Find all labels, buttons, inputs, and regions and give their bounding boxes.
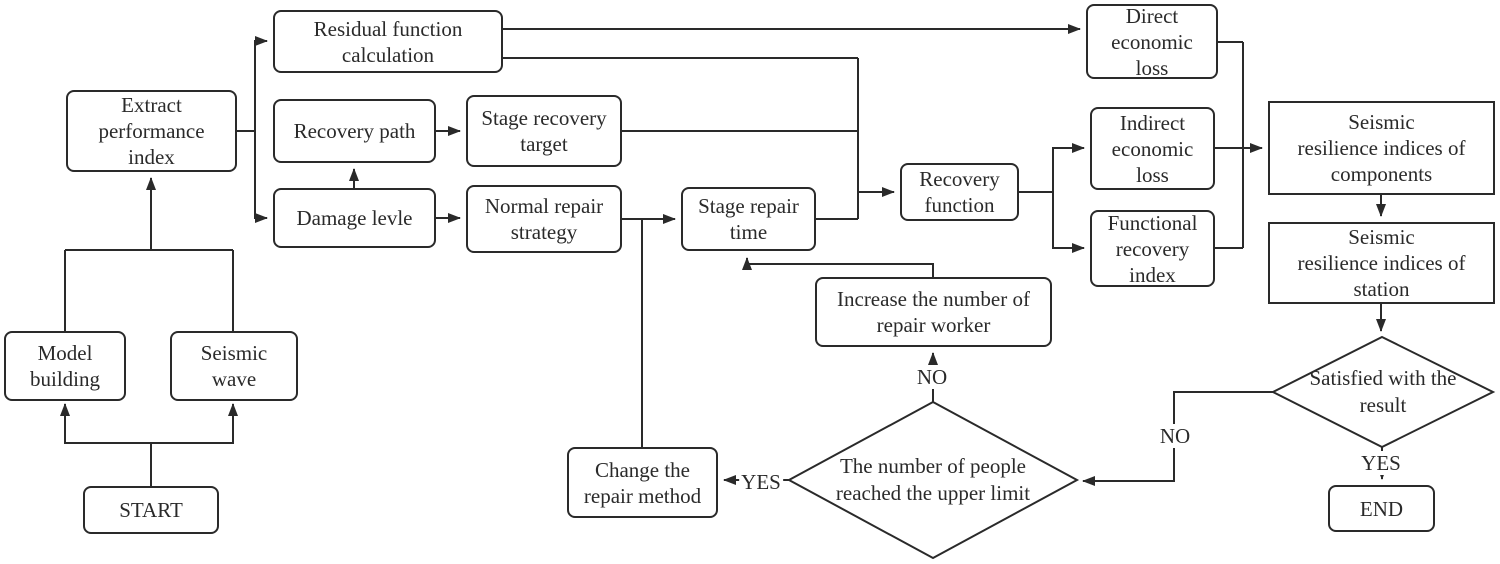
node-increase-repair-worker: Increase the number of repair worker <box>815 277 1052 347</box>
node-direct-economic-loss: Direct economic loss <box>1086 4 1218 80</box>
edge-loss-collector <box>1215 41 1244 249</box>
node-seismic-wave: Seismic wave <box>170 331 298 401</box>
decision-satisfied-with-result: Satisfied with the result <box>1309 366 1457 417</box>
edge-extract-residual <box>254 36 268 131</box>
edge-start-model <box>60 403 151 444</box>
edge-label-limit-yes: YES <box>739 470 783 494</box>
node-start: START <box>83 486 219 534</box>
node-stage-repair-time: Stage repair time <box>681 187 816 251</box>
node-stage-recovery-target: Stage recovery target <box>466 95 622 167</box>
node-recovery-function: Recovery function <box>900 163 1019 221</box>
edge-label-satisfied-no: NO <box>1157 424 1193 448</box>
edge-split-functional <box>1052 192 1085 253</box>
edge-split-indirect <box>1052 143 1085 192</box>
edge-join-to-extract <box>64 249 234 331</box>
node-end: END <box>1328 485 1435 532</box>
satisfied-diamond-shape <box>1270 335 1496 449</box>
node-change-repair-method: Change the repair method <box>567 447 718 518</box>
edge-extract-damage <box>254 131 268 223</box>
edge-label-satisfied-yes: YES <box>1359 451 1403 475</box>
node-recovery-path: Recovery path <box>273 99 436 163</box>
edge-start-wave <box>151 403 238 444</box>
node-seismic-resilience-station: Seismic resilience indices of station <box>1268 222 1495 304</box>
edge-label-limit-no: NO <box>914 365 950 389</box>
node-damage-level: Damage levle <box>273 188 436 248</box>
node-seismic-resilience-components: Seismic resilience indices of components <box>1268 101 1495 195</box>
node-residual-function-calculation: Residual function calculation <box>273 10 503 73</box>
node-normal-repair-strategy: Normal repair strategy <box>466 185 622 253</box>
decision-people-upper-limit: The number of people reached the upper l… <box>835 454 1031 505</box>
node-functional-recovery-index: Functional recovery index <box>1090 210 1215 287</box>
people-limit-diamond-shape <box>786 400 1080 560</box>
node-indirect-economic-loss: Indirect economic loss <box>1090 107 1215 190</box>
node-extract-performance-index: Extract performance index <box>66 90 237 172</box>
edge-increase-stagetime <box>742 257 934 277</box>
node-model-building: Model building <box>4 331 126 401</box>
